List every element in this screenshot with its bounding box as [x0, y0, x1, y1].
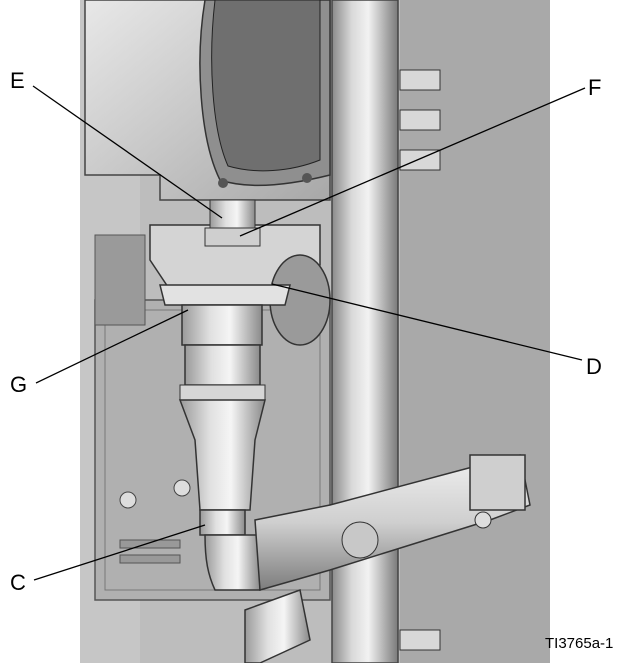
leader-line-e	[32, 85, 223, 219]
fitting-stack	[178, 304, 266, 591]
callout-f: F	[588, 75, 601, 100]
figure-id: TI3765a-1	[545, 635, 613, 652]
motor-cover	[84, 0, 331, 201]
callout-e: E	[10, 68, 25, 93]
leader-line-g	[35, 309, 189, 384]
leader-line-f	[239, 87, 586, 237]
strainer-assembly	[244, 454, 531, 663]
callout-c: C	[10, 570, 26, 595]
leader-line-c	[33, 524, 206, 581]
callout-d: D	[586, 354, 602, 379]
leader-line-d	[271, 283, 583, 361]
leader-lines	[32, 85, 586, 581]
callout-g: G	[10, 372, 27, 397]
